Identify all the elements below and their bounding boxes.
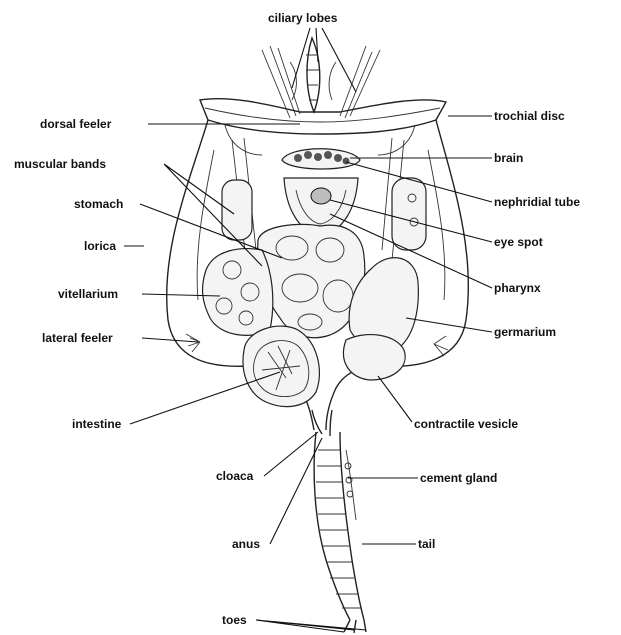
- label-eye-spot: eye spot: [494, 235, 543, 249]
- label-brain: brain: [494, 151, 523, 165]
- label-intestine: intestine: [72, 417, 122, 431]
- trochial-disc-drawing: [200, 99, 446, 155]
- ciliary-lobes-drawing: [262, 38, 380, 118]
- label-dorsal-feeler: dorsal feeler: [40, 117, 112, 131]
- label-vitellarium: vitellarium: [58, 287, 118, 301]
- cloaca-drawing: [312, 410, 332, 436]
- contractile-vesicle-drawing: [343, 335, 405, 380]
- label-stomach: stomach: [74, 197, 123, 211]
- brain-drawing: [282, 149, 360, 169]
- label-toes: toes: [222, 613, 247, 627]
- label-trochial-disc: trochial disc: [494, 109, 565, 123]
- tail-drawing: [314, 432, 364, 620]
- label-muscular-bands: muscular bands: [14, 157, 106, 171]
- label-germarium: germarium: [494, 325, 556, 339]
- label-tail: tail: [418, 537, 435, 551]
- label-cloaca: cloaca: [216, 469, 254, 483]
- toes-drawing: [344, 620, 366, 633]
- vitellarium-drawing: [203, 249, 273, 336]
- label-lorica: lorica: [84, 239, 116, 253]
- label-cement-gland: cement gland: [420, 471, 497, 485]
- label-lateral-feeler: lateral feeler: [42, 331, 113, 345]
- intestine-drawing: [243, 326, 319, 406]
- label-anus: anus: [232, 537, 260, 551]
- label-ciliary-lobes: ciliary lobes: [268, 11, 338, 25]
- label-contractile-vesicle: contractile vesicle: [414, 417, 518, 431]
- label-pharynx: pharynx: [494, 281, 541, 295]
- label-nephridial-tube: nephridial tube: [494, 195, 580, 209]
